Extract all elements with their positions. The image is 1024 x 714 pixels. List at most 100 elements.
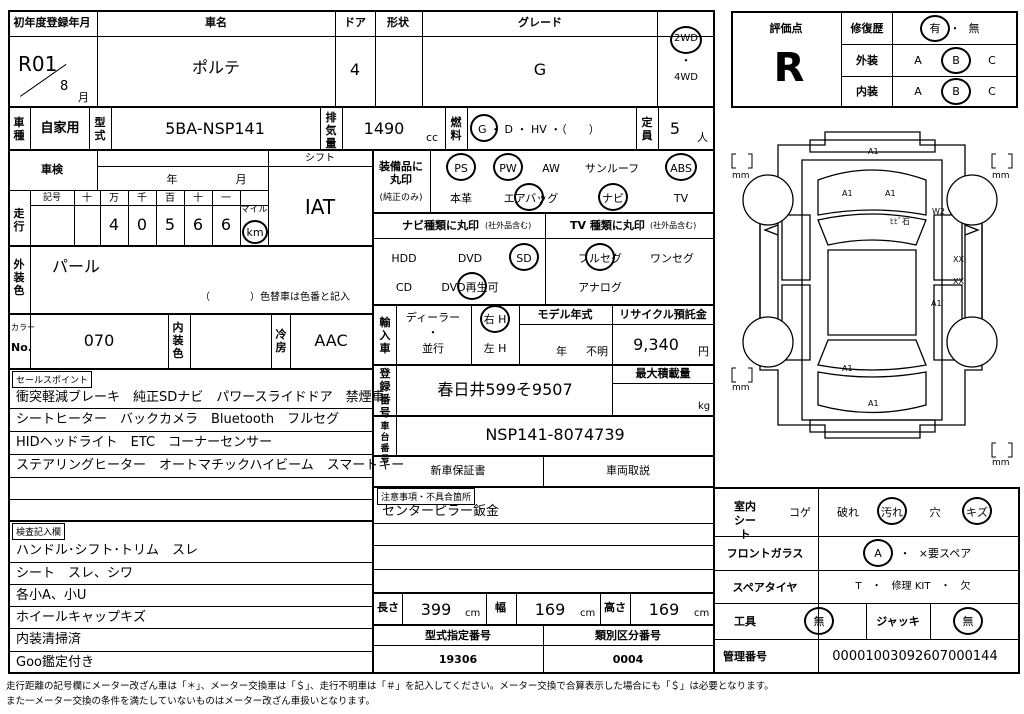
- equipment-sub: (純正のみ): [379, 193, 423, 203]
- shift-value: IAT: [304, 195, 336, 219]
- shape-label: 形状: [387, 16, 409, 29]
- model-year-unknown: 不明: [586, 345, 608, 358]
- equip-pw: PW: [499, 162, 517, 175]
- inspection-year-unit: 年: [166, 173, 178, 186]
- dvd-play-circle: [457, 272, 487, 300]
- category-label: 類別区分番号: [595, 629, 661, 642]
- repair-label: 修復歴: [850, 22, 884, 35]
- designation-label: 型式指定番号: [425, 629, 491, 642]
- displacement-unit: cc: [426, 131, 439, 144]
- sales-point-line: 衝突軽減ブレーキ 純正SDナビ パワースライドドア 禁煙車: [16, 390, 385, 405]
- management-label: 管理番号: [723, 650, 767, 663]
- navi-hdd: HDD: [391, 252, 417, 265]
- width-unit: cm: [580, 608, 596, 619]
- ac-label: 冷房: [275, 328, 287, 354]
- repair-yes: 有: [929, 22, 941, 35]
- navi-cd: CD: [395, 281, 413, 294]
- seat-scratch: キズ: [966, 506, 988, 519]
- sales-point-line: シートヒーター バックカメラ Bluetooth フルセグ: [16, 412, 340, 427]
- height-label: 高さ: [604, 601, 626, 614]
- ps-circle: [446, 153, 476, 181]
- windshield-dot: ・: [899, 547, 911, 560]
- damage-mark: A1: [842, 189, 853, 198]
- exterior-grade-label: 外装: [856, 54, 878, 67]
- height-value: 169: [648, 600, 680, 619]
- mileage-mile: マイル: [240, 205, 268, 215]
- seat-hole: 穴: [929, 506, 941, 519]
- interior-grade-b: B: [952, 85, 960, 98]
- sd-circle: [509, 243, 539, 271]
- import-parallel: 並行: [422, 342, 444, 355]
- digit-header-3: 百: [165, 193, 175, 204]
- width-label: 幅: [495, 601, 506, 614]
- exterior-color-note: （ ）色替車は色番と記入: [200, 292, 350, 303]
- windshield-a-circle: [863, 539, 893, 567]
- exterior-color-label: 外装色: [13, 258, 25, 297]
- digit-2: 0: [136, 215, 148, 234]
- equip-abs: ABS: [670, 162, 692, 175]
- capacity-value: 5: [669, 119, 681, 138]
- navi-sd: SD: [516, 252, 532, 265]
- fuel-label: 燃料: [450, 116, 462, 142]
- windshield-a: A: [874, 547, 882, 560]
- equip-tv: TV: [673, 192, 689, 205]
- airbag-circle: [514, 183, 544, 211]
- damage-mark: A1: [868, 399, 879, 408]
- inspector-tag: 検査記入欄: [12, 523, 66, 540]
- score-box: [731, 11, 1018, 108]
- color-no-label-bottom: No.: [11, 341, 32, 354]
- damage-mark: A1: [842, 364, 853, 373]
- tire-mm: mm: [732, 171, 750, 181]
- tv-label-sub: (社外品含む): [650, 221, 697, 230]
- recycle-unit: 円: [698, 345, 709, 358]
- car-name: ポルテ: [191, 58, 241, 77]
- fuel-selected-circle: [470, 114, 498, 142]
- digit-4: 6: [192, 215, 204, 234]
- equip-navi: ナビ: [602, 192, 624, 205]
- damage-mark: A1: [931, 299, 942, 308]
- damage-mark: W2: [932, 207, 945, 216]
- digit-5: 6: [220, 215, 232, 234]
- navi-circle: [598, 183, 628, 211]
- tire-mm: mm: [732, 383, 750, 393]
- tv-fullseg: フルセグ: [578, 252, 622, 265]
- tire-mm: mm: [992, 458, 1010, 468]
- main-form: [8, 10, 715, 674]
- score-value: R: [773, 45, 805, 91]
- height-unit: cm: [694, 608, 710, 619]
- seat-koge: コゲ: [789, 506, 811, 519]
- registration-label: 登録番号: [379, 367, 391, 419]
- mileage-label: 走行: [13, 207, 25, 233]
- damage-mark: A1: [868, 147, 879, 156]
- displacement-label: 排気量: [325, 111, 337, 150]
- kind-label: 車種: [13, 116, 25, 142]
- drive-2wd-circle: [670, 26, 702, 54]
- shift-label: シフト: [305, 153, 335, 164]
- car-name-label: 車名: [205, 16, 227, 29]
- tools-none-circle: [804, 607, 834, 635]
- reg-date-label: 初年度登録年月: [13, 16, 91, 29]
- doors-label: ドア: [344, 16, 366, 29]
- inspector-line: Goo鑑定付き: [16, 655, 94, 670]
- reg-month-unit: 月: [78, 91, 89, 104]
- inspection-label: 車検: [41, 163, 63, 176]
- navi-label-sub: (社外品含む): [485, 221, 532, 230]
- km-circle: [242, 220, 268, 244]
- accessory-table: [713, 487, 1020, 674]
- model-label: 型式: [94, 116, 106, 142]
- warranty-new-car: 新車保証書: [430, 464, 486, 477]
- grade-value: G: [533, 60, 547, 79]
- inspector-line: 各小A、小U: [16, 588, 87, 603]
- notes-line: センターピラー鈑金: [382, 504, 500, 519]
- damage-mark: XX: [953, 277, 964, 286]
- import-label: 輸入車: [379, 316, 391, 355]
- windshield-label: フロントガラス: [726, 547, 804, 560]
- ac-value: AAC: [314, 331, 348, 350]
- digit-header-5: 一: [221, 193, 231, 204]
- exterior-color-value: パール: [52, 257, 101, 276]
- equipment-label: 装備品に丸印: [379, 160, 423, 186]
- car-damage-diagram: A1 A1 A1 ﾋﾋﾞ石 W2 XX XX A1 A1 A1 mm mm mm…: [731, 131, 1013, 468]
- navi-dvd: DVD: [457, 252, 483, 265]
- digit-3: 5: [164, 215, 176, 234]
- equip-ps: PS: [454, 162, 468, 175]
